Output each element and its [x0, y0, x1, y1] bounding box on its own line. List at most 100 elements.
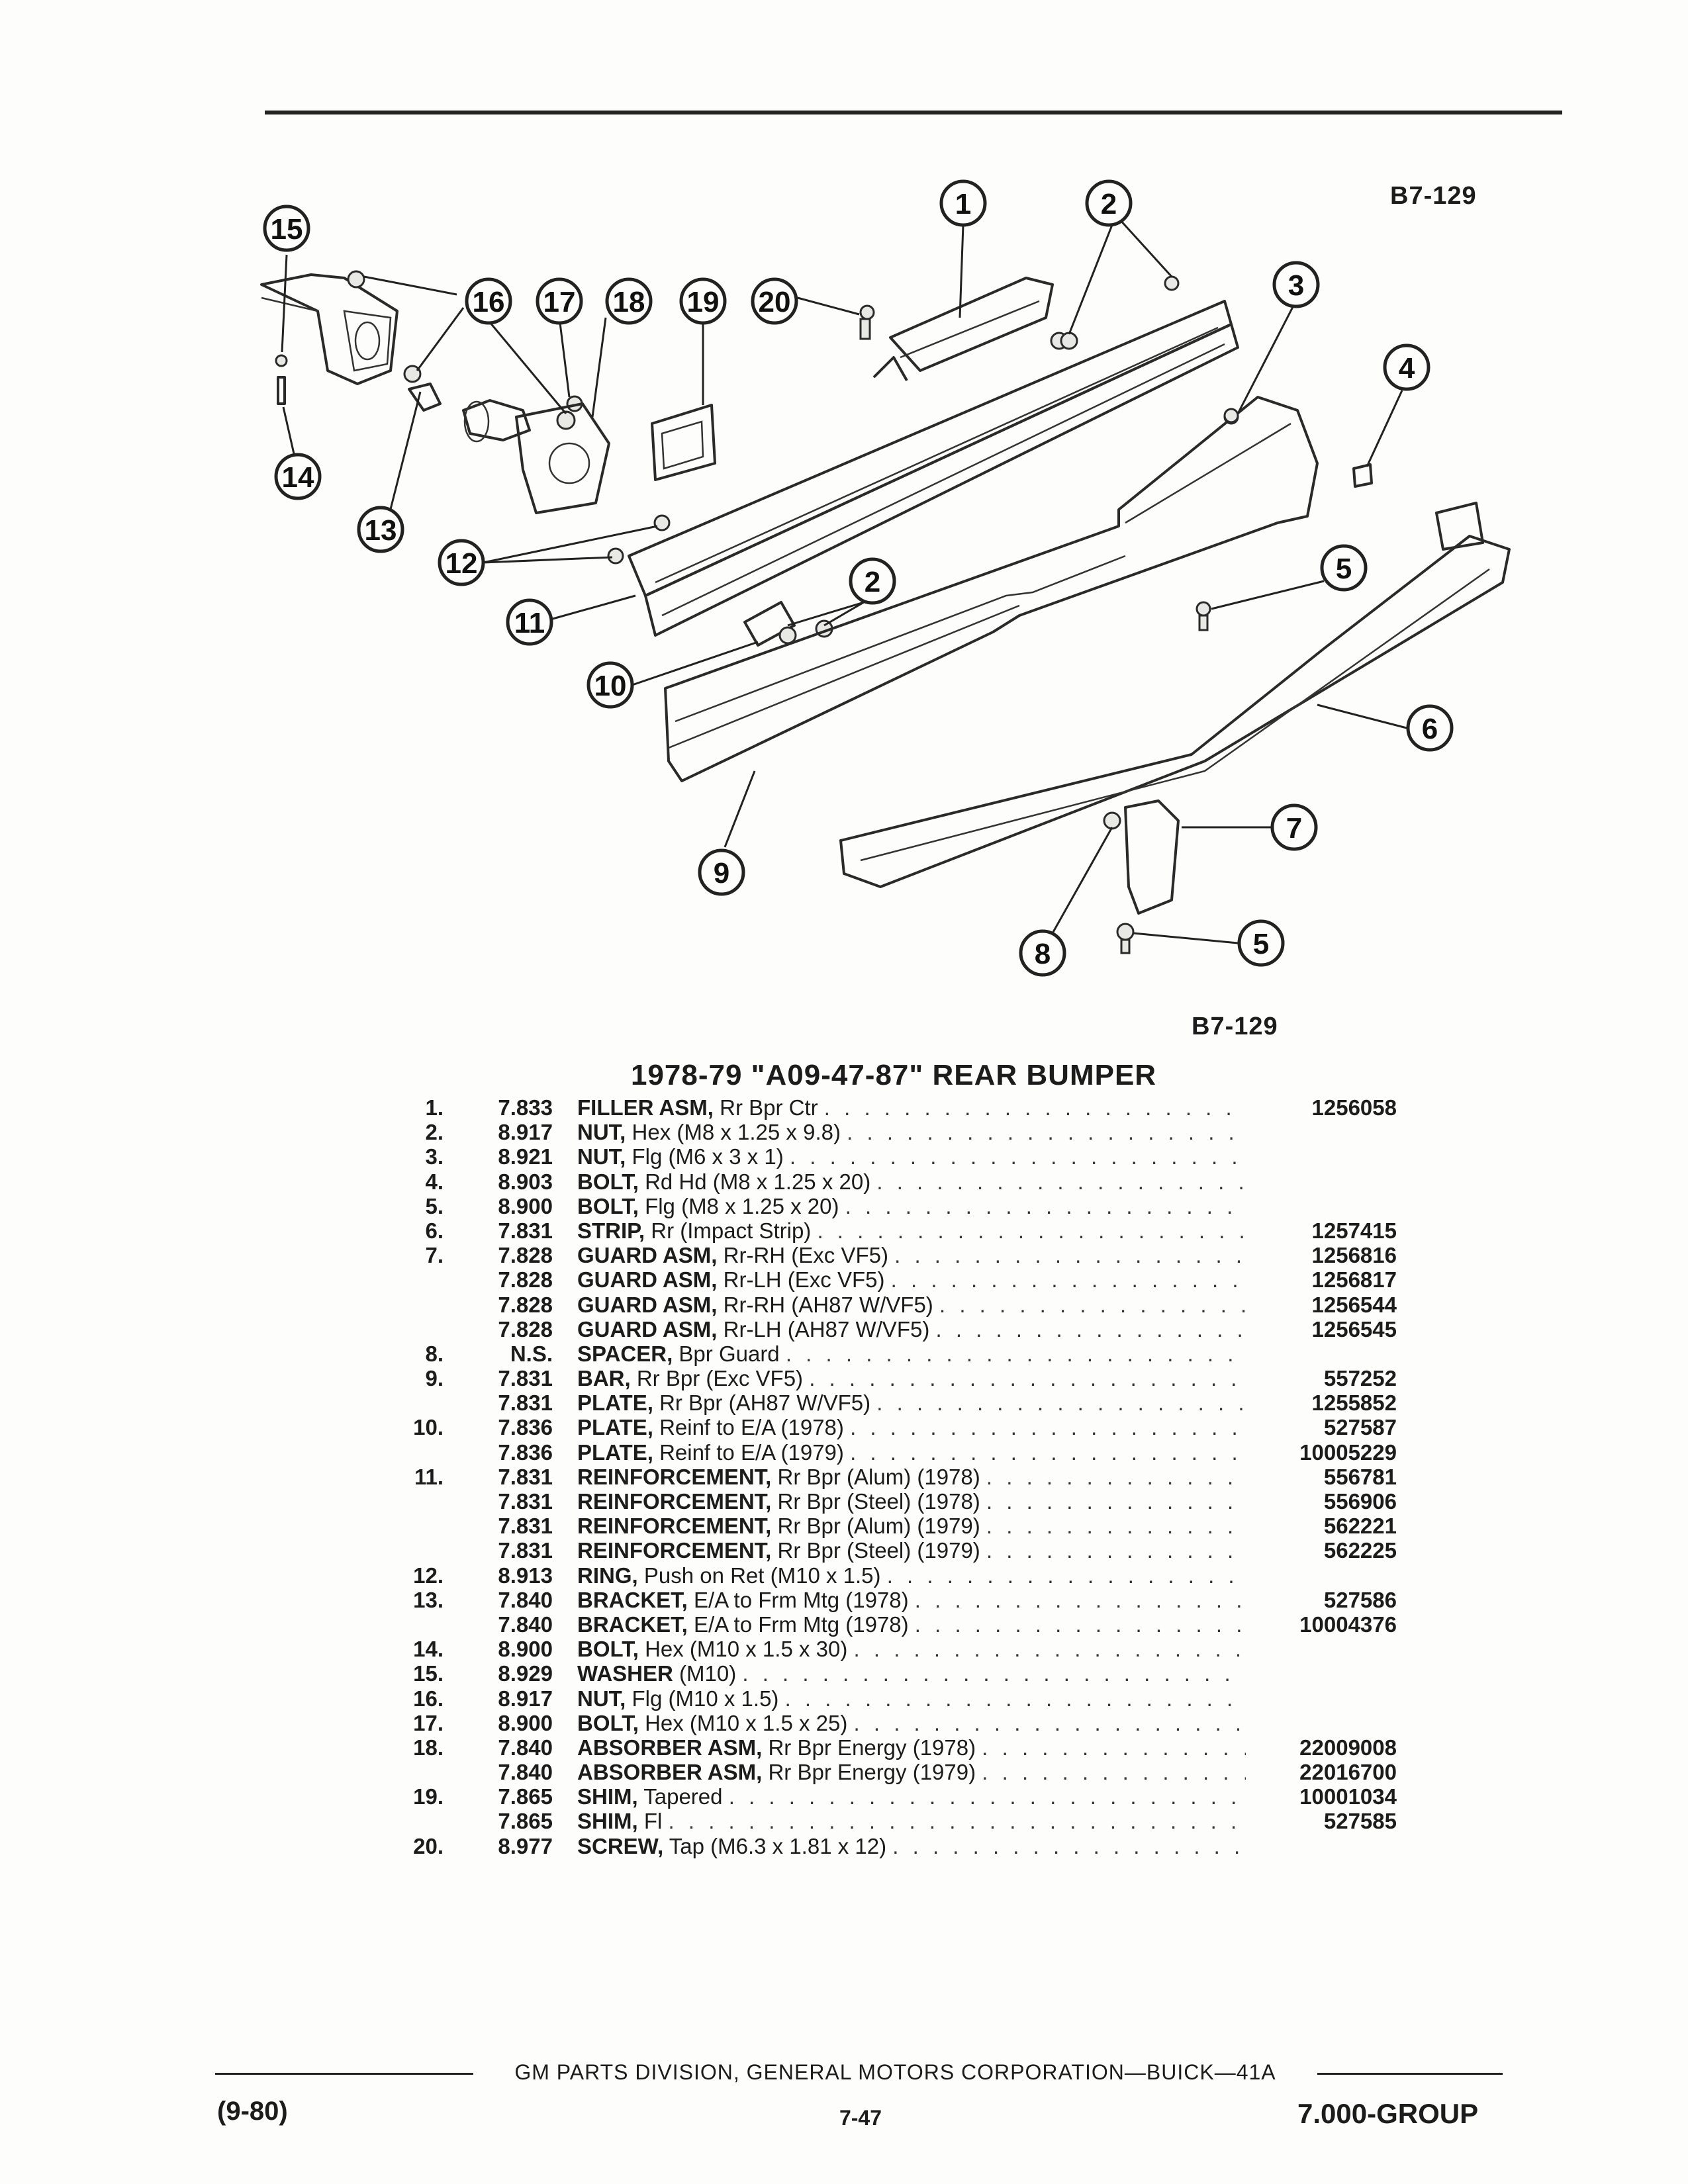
parts-list-row: 20. 8.977 SCREW, Tap (M6.3 x 1.81 x 12) . … [371, 1834, 1390, 1858]
frame-rail-drawing [260, 273, 399, 385]
part-detail: Hex (M10 x 1.5 x 30) [645, 1637, 848, 1662]
group-number: 7.831 [498, 1366, 553, 1391]
callout-6: 6 [1406, 704, 1454, 752]
part-detail: Flg (M6 x 3 x 1) [632, 1144, 784, 1169]
part-number: 527586 [1323, 1587, 1397, 1612]
svg-text:15: 15 [271, 213, 303, 246]
group-number: 8.977 [498, 1833, 553, 1858]
group-number: 7.831 [498, 1514, 553, 1539]
item-number: 12. [413, 1563, 444, 1588]
part-description: BAR, Rr Bpr (Exc VF5) . . . . . . . . . … [577, 1366, 1246, 1390]
leader-dots: . . . . . . . . . . . . . . . . . . . . … [809, 1366, 1246, 1391]
part-number: 1256816 [1311, 1243, 1397, 1268]
group-number: 8.903 [498, 1169, 553, 1194]
item-number: 4. [425, 1169, 444, 1194]
part-description: SCREW, Tap (M6.3 x 1.81 x 12) . . . . . … [577, 1834, 1246, 1858]
callout-7: 7 [1270, 803, 1318, 851]
part-name: GUARD ASM, [577, 1243, 718, 1268]
leader-dots: . . . . . . . . . . . . . . . . . . . . … [986, 1514, 1246, 1539]
group-number: 8.917 [498, 1686, 553, 1711]
part-description: PLATE, Rr Bpr (AH87 W/VF5) . . . . . . .… [577, 1390, 1246, 1415]
group-number: 7.831 [498, 1538, 553, 1563]
part-detail: E/A to Frm Mtg (1978) [694, 1612, 909, 1637]
callout-5-upper: 5 [1320, 544, 1368, 592]
item-number: 13. [413, 1587, 444, 1612]
item-number: 18. [413, 1735, 444, 1760]
leader-dots: . . . . . . . . . . . . . . . . . . . . … [982, 1735, 1246, 1760]
callout-11: 11 [506, 598, 553, 646]
energy-absorber-drawing [462, 399, 610, 514]
part-number: 556906 [1323, 1489, 1397, 1514]
item-number: 16. [413, 1686, 444, 1711]
leader-dots: . . . . . . . . . . . . . . . . . . . . … [886, 1563, 1246, 1588]
top-rule [265, 111, 1562, 114]
leader-dots: . . . . . . . . . . . . . . . . . . . . … [785, 1341, 1246, 1366]
group-number: 8.913 [498, 1563, 553, 1588]
callout-12: 12 [438, 539, 485, 586]
leader-dots: . . . . . . . . . . . . . . . . . . . . … [668, 1809, 1246, 1834]
group-number: 7.833 [498, 1095, 553, 1120]
part-detail: E/A to Frm Mtg (1978) [694, 1587, 909, 1612]
figure-code-bottom: B7-129 [1192, 1013, 1278, 1040]
part-name: STRIP, [577, 1218, 645, 1243]
svg-text:2: 2 [1101, 188, 1117, 220]
group-number: 7.865 [498, 1784, 553, 1809]
group-number: 7.836 [498, 1439, 553, 1465]
part-number: 527587 [1323, 1415, 1397, 1440]
svg-text:19: 19 [687, 286, 720, 318]
part-number: 562225 [1323, 1538, 1397, 1563]
part-name: BAR, [577, 1366, 631, 1391]
callout-4: 4 [1383, 343, 1430, 391]
svg-text:5: 5 [1253, 928, 1269, 960]
part-number: 1256544 [1311, 1292, 1397, 1317]
leader-dots: . . . . . . . . . . . . . . . . . . . . … [850, 1439, 1246, 1465]
svg-text:3: 3 [1288, 269, 1304, 302]
leader-dots: . . . . . . . . . . . . . . . . . . . . … [935, 1316, 1246, 1342]
part-number: 10004376 [1299, 1612, 1397, 1637]
part-name: SPACER, [577, 1341, 673, 1366]
part-detail: Tapered [643, 1784, 723, 1809]
part-name: RING, [577, 1563, 638, 1588]
item-number: 20. [413, 1833, 444, 1858]
filler-drawing [859, 277, 1054, 381]
reinforcement-plate-drawing [743, 601, 833, 647]
item-number: 14. [413, 1637, 444, 1662]
group-number: N.S. [510, 1341, 553, 1366]
part-name: ABSORBER ASM, [577, 1735, 763, 1760]
item-number: 10. [413, 1415, 444, 1440]
part-name: NUT, [577, 1144, 626, 1169]
group-number: 7.836 [498, 1415, 553, 1440]
parts-list-row: 8.N.S.SPACER, Bpr Guard . . . . . . . . … [371, 1342, 1390, 1366]
part-name: BOLT, [577, 1710, 639, 1735]
item-number: 6. [425, 1218, 444, 1243]
group-number: 7.828 [498, 1243, 553, 1268]
part-description: ABSORBER ASM, Rr Bpr Energy (1978) . . .… [577, 1735, 1246, 1760]
group-number: 7.840 [498, 1760, 553, 1785]
callout-13: 13 [357, 506, 404, 553]
svg-text:1: 1 [955, 188, 971, 220]
impact-strip-drawing [839, 502, 1511, 888]
group-number: 7.840 [498, 1612, 553, 1637]
part-detail: Reinf to E/A (1978) [659, 1415, 844, 1440]
group-number: 8.900 [498, 1193, 553, 1218]
callout-5-lower: 5 [1237, 919, 1285, 967]
callout-3: 3 [1272, 261, 1320, 308]
part-detail: Hex (M8 x 1.25 x 9.8) [632, 1120, 841, 1145]
part-description: PLATE, Reinf to E/A (1979) . . . . . . .… [577, 1440, 1246, 1465]
part-detail: Hex (M10 x 1.5 x 25) [645, 1710, 848, 1735]
part-description: SHIM, Tapered . . . . . . . . . . . . . … [577, 1784, 1246, 1809]
